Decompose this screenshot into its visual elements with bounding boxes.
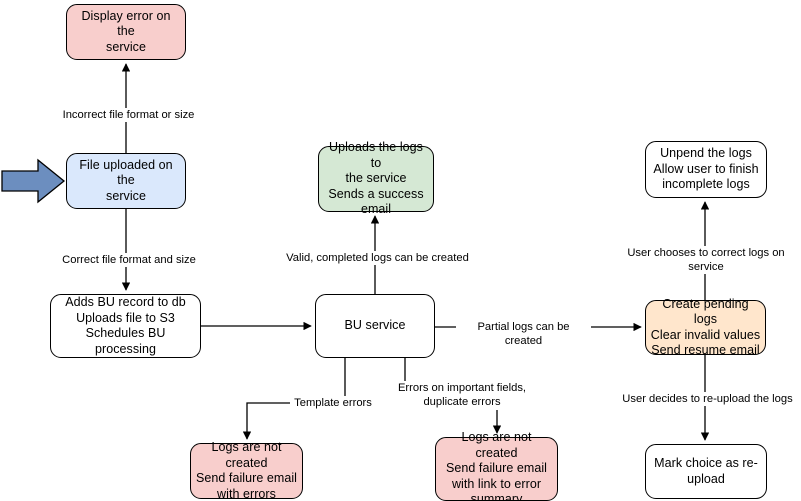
edge-label-correct-format: Correct file format and size [60, 253, 198, 267]
node-uploads-logs-success[interactable]: Uploads the logs to the service Sends a … [318, 140, 434, 216]
edge-label-partial-logs: Partial logs can be created [456, 320, 591, 348]
node-create-pending-logs[interactable]: Create pending logs Clear invalid values… [645, 297, 766, 357]
edge-label-user-reupload: User decides to re-upload the logs [620, 392, 795, 406]
node-logs-not-created-template[interactable]: Logs are not created Send failure email … [190, 440, 303, 501]
node-display-error[interactable]: Display error on the service [66, 4, 186, 60]
edge-label-errors-important-fields: Errors on important fields, duplicate er… [394, 381, 530, 409]
edge-label-valid-completed: Valid, completed logs can be created [283, 251, 472, 265]
node-logs-not-created-summary[interactable]: Logs are not created Send failure email … [435, 430, 558, 501]
edge-label-incorrect-format: Incorrect file format or size [58, 108, 199, 122]
node-mark-choice-reupload[interactable]: Mark choice as re- upload [645, 444, 767, 499]
node-unpend-logs[interactable]: Unpend the logs Allow user to finish inc… [645, 141, 767, 198]
node-adds-bu-record[interactable]: Adds BU record to db Uploads file to S3 … [50, 294, 201, 358]
start-arrow-icon [1, 158, 66, 204]
edge-label-user-corrects-logs: User chooses to correct logs on service [607, 246, 801, 274]
node-file-uploaded[interactable]: File uploaded on the service [66, 153, 186, 209]
edge-label-template-errors: Template errors [290, 396, 376, 410]
node-bu-service[interactable]: BU service [315, 294, 435, 358]
